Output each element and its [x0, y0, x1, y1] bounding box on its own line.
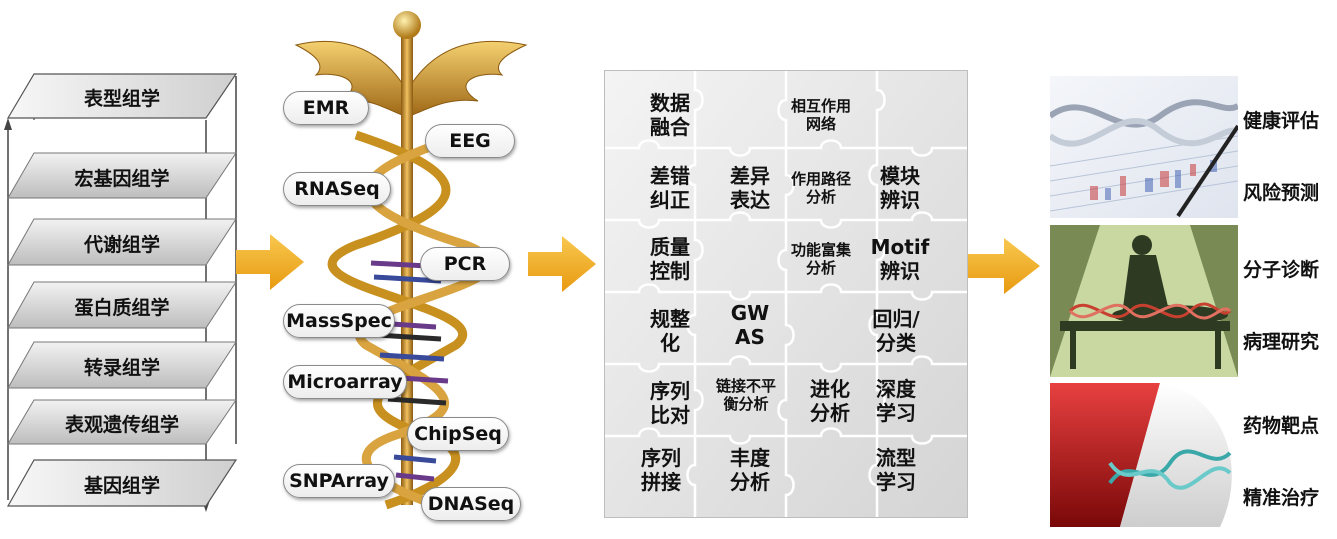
- method-evolution-analysis: 进化分析: [810, 377, 850, 425]
- method-regression-classification: 回归/分类: [872, 307, 920, 355]
- omics-layer-metabolomics: 代谢组学: [83, 234, 160, 256]
- omics-stack-frame: [4, 73, 238, 512]
- method-linkage-disequilibrium: 链接不平衡分析: [715, 377, 776, 413]
- application-pathology-research: 病理研究: [1243, 331, 1320, 353]
- tech-tag-rnaseq: RNASeq: [283, 172, 391, 206]
- dna-chart-image: [1050, 76, 1238, 218]
- tech-tag-eeg: EEG: [425, 124, 515, 158]
- tech-tag-chipseq: ChipSeq: [407, 417, 509, 451]
- method-sequence-assembly: 序列拼接: [641, 446, 681, 494]
- method-deep-learning: 深度学习: [876, 377, 916, 425]
- omics-layer-metagenomics: 宏基因组学: [74, 168, 170, 190]
- tech-tag-massspec: MassSpec: [283, 304, 395, 338]
- method-interaction-network: 相互作用网络: [790, 97, 851, 133]
- capsule-dna-image: [1050, 383, 1238, 527]
- arrow-tech-to-analysis-icon: [528, 236, 596, 292]
- omics-layer-genomics: 基因组学: [83, 475, 160, 497]
- application-molecular-diagnosis: 分子诊断: [1243, 259, 1320, 281]
- tech-tag-microarray: Microarray: [283, 365, 407, 399]
- tech-tag-dnaseq: DNASeq: [421, 487, 521, 521]
- method-pathway-analysis: 作用路径分析: [790, 170, 851, 206]
- application-risk-prediction: 风险预测: [1243, 182, 1320, 204]
- omics-layer-transcriptomics: 转录组学: [83, 357, 160, 379]
- tech-tag-snparray: SNPArray: [283, 464, 395, 498]
- omics-layer-epigenomics: 表观遗传组学: [64, 414, 179, 436]
- method-manifold-learning: 流型学习: [876, 446, 916, 494]
- omics-stack: 表型组学 宏基因组学 代谢组学 蛋白质组学 转录组学 表观遗传组学 基因组学: [0, 60, 250, 530]
- arrow-omics-to-tech-icon: [236, 234, 304, 290]
- method-regularization: 规整化: [650, 307, 690, 355]
- method-sequence-alignment: 序列比对: [650, 379, 690, 427]
- application-health-assessment: 健康评估: [1243, 110, 1320, 132]
- arrow-analysis-to-application-icon: [968, 238, 1040, 294]
- method-quality-control: 质量控制: [650, 235, 690, 283]
- application-precision-therapy: 精准治疗: [1243, 487, 1320, 509]
- application-drug-target: 药物靶点: [1243, 415, 1320, 437]
- method-enrichment-analysis: 功能富集分析: [790, 241, 851, 277]
- omics-layer-phenomics: 表型组学: [83, 88, 160, 110]
- analysis-puzzle: [604, 70, 968, 518]
- doctor-patient-image: [1050, 225, 1238, 377]
- method-data-fusion: 数据融合: [650, 91, 690, 139]
- puzzle-background: [604, 70, 968, 518]
- method-differential-expression: 差异表达: [730, 164, 770, 212]
- omics-layer-proteomics: 蛋白质组学: [74, 297, 170, 319]
- method-abundance-analysis: 丰度分析: [730, 446, 770, 494]
- method-module-identification: 模块辨识: [880, 164, 920, 212]
- tech-tag-pcr: PCR: [420, 247, 510, 281]
- method-error-correction: 差错纠正: [650, 164, 690, 212]
- tech-tag-emr: EMR: [283, 91, 369, 125]
